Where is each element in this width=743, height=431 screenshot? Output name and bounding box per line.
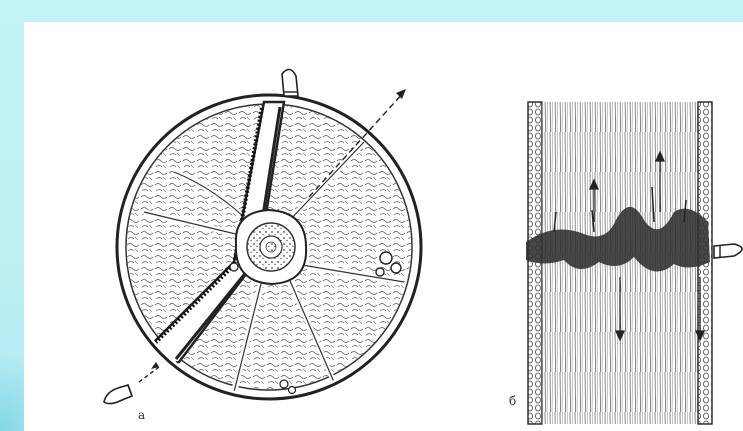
figure-b-label: б <box>509 394 516 408</box>
bullet-exit-icon <box>282 69 298 96</box>
cross-section-illustration <box>84 62 454 431</box>
trajectory-entry-arrow <box>139 367 159 382</box>
bone-cross-section <box>236 210 306 284</box>
longitudinal-section-illustration <box>494 92 743 431</box>
illustration-page: а <box>24 22 743 431</box>
bullet-entry-icon <box>104 385 132 404</box>
figure-a-label: а <box>138 408 145 422</box>
bullet-icon <box>714 244 742 258</box>
